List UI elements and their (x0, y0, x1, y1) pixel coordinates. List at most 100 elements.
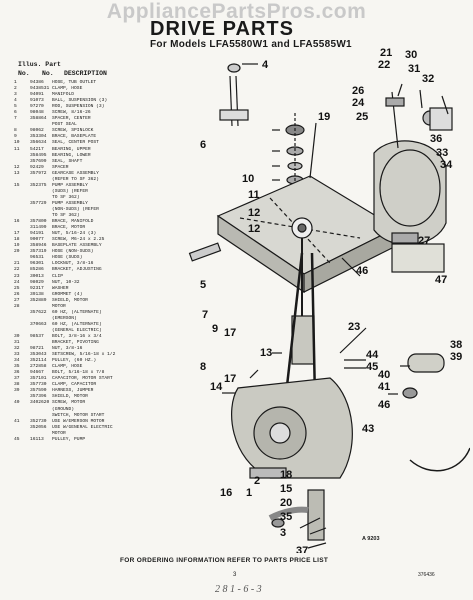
illus-number: 1 (14, 80, 17, 85)
part-number: 3402620 (30, 400, 50, 406)
illus-number: 37 (14, 376, 20, 382)
illus-number: 23 (14, 273, 20, 279)
illus-number: 38 (14, 382, 20, 388)
callout-47: 47 (435, 274, 447, 286)
illus-number: 27 (14, 297, 20, 303)
illus-number: 18 (14, 237, 20, 243)
part-description: SEAL, SHAFT (52, 158, 83, 164)
parts-list-row: (SUDS) (REFER (14, 189, 134, 195)
page-number: 3 (233, 572, 237, 578)
model-subtitle: For Models LFA5580W1 and LFA5585W1 (150, 39, 352, 50)
parts-list-row: (GROUND) (14, 407, 134, 413)
illus-number: 33 (14, 352, 20, 358)
part-description: SCREW, MOTOR (52, 400, 86, 406)
part-description: BALL, SUSPENSION (3) (52, 98, 108, 104)
part-number: 91073 (30, 98, 44, 104)
callout-10: 10 (242, 173, 254, 185)
part-description: (REFER TO SF 362) (52, 176, 99, 182)
callout-1: 1 (246, 487, 252, 499)
callout-38: 38 (450, 339, 462, 351)
part-description: LOCKNUT, 3/8-16 (52, 261, 94, 267)
part-description: HOSE, TUB OUTLET (52, 80, 97, 85)
part-number: 357800 (30, 219, 47, 225)
illus-number: 35 (14, 364, 20, 370)
callout-12b: 12 (248, 223, 260, 235)
part-number: 370663 (30, 321, 47, 327)
part-description: CLAMP, HOSE (52, 86, 83, 92)
part-description: BOLT, 3/8-16 x 3/4 (52, 333, 102, 339)
part-description: USE W/EMERSON MOTOR (52, 418, 105, 424)
part-description: SCREW, 8/16-26 (52, 110, 91, 116)
part-number: 94386 (30, 80, 44, 85)
callout-41: 41 (378, 381, 390, 393)
callout-26: 26 (352, 85, 364, 97)
part-number: 98029 (30, 279, 44, 285)
part-description: (GROUND) (52, 406, 75, 412)
illus-number: 30 (14, 333, 20, 339)
part-description: SETSCREW, 5/16-18 x 1/2 (52, 352, 116, 358)
watermark-text: AppliancePartsPros.com (106, 0, 367, 23)
part-description: 60 HZ, (ALTERNATE) (52, 321, 102, 327)
part-description: CAPACITOR, MOTOR START (52, 376, 113, 382)
illus-number: 25 (14, 285, 20, 291)
callout-46b: 46 (378, 399, 390, 411)
illus-number: 9 (14, 134, 17, 140)
illus-number: 31 (14, 340, 20, 346)
callout-19: 19 (318, 111, 330, 123)
part-description: BRACKET, PIVOTING (52, 340, 99, 346)
callout-6: 6 (200, 139, 206, 151)
part-number: 97270 (30, 104, 44, 110)
callout-17b: 17 (224, 373, 236, 385)
part-number: 94091 (30, 92, 44, 98)
drawing-number: A 9203 (362, 536, 380, 542)
parts-list-row: POST SEAL (14, 122, 134, 128)
illus-number: 32 (14, 346, 20, 352)
callout-37: 37 (296, 545, 308, 553)
handwritten-note: 2 8 1 - 6 - 3 (215, 584, 262, 595)
part-number: 352375 (30, 182, 47, 188)
parts-list-row: (EMERSON) (14, 316, 134, 322)
illus-number: 12 (14, 164, 20, 170)
part-description: USE W/GENERAL ELECTRIC (52, 424, 113, 430)
part-number: 358864 (30, 116, 47, 122)
part-description: (EMERSON) (52, 315, 77, 321)
part-description: GEARCASE ASSEMBLY (52, 170, 99, 176)
part-description: POST SEAL (52, 122, 77, 128)
part-description: (GENERAL ELECTRIC) (52, 327, 102, 333)
part-description: MOTOR (52, 430, 66, 436)
part-description: PUMP ASSEMBLY (52, 182, 88, 188)
part-description: BRACE, BASEPLATE (52, 134, 97, 140)
part-description: TO SF 362) (52, 194, 80, 200)
callout-24: 24 (352, 97, 365, 109)
illus-number: 13 (14, 170, 20, 176)
callout-43: 43 (362, 423, 374, 435)
manifold-shape (307, 489, 325, 541)
part-number: 85286 (30, 267, 44, 273)
part-description: (SUDS) (REFER (52, 188, 88, 194)
callout-30: 30 (405, 49, 417, 61)
part-description: SCREW, M6-24 x 2.25 (52, 237, 105, 243)
part-number: 358495 (30, 152, 47, 158)
callout-34: 34 (440, 159, 453, 171)
part-number: 357622 (30, 309, 47, 315)
illus-number: 17 (14, 231, 20, 237)
callout-32: 32 (422, 73, 434, 85)
